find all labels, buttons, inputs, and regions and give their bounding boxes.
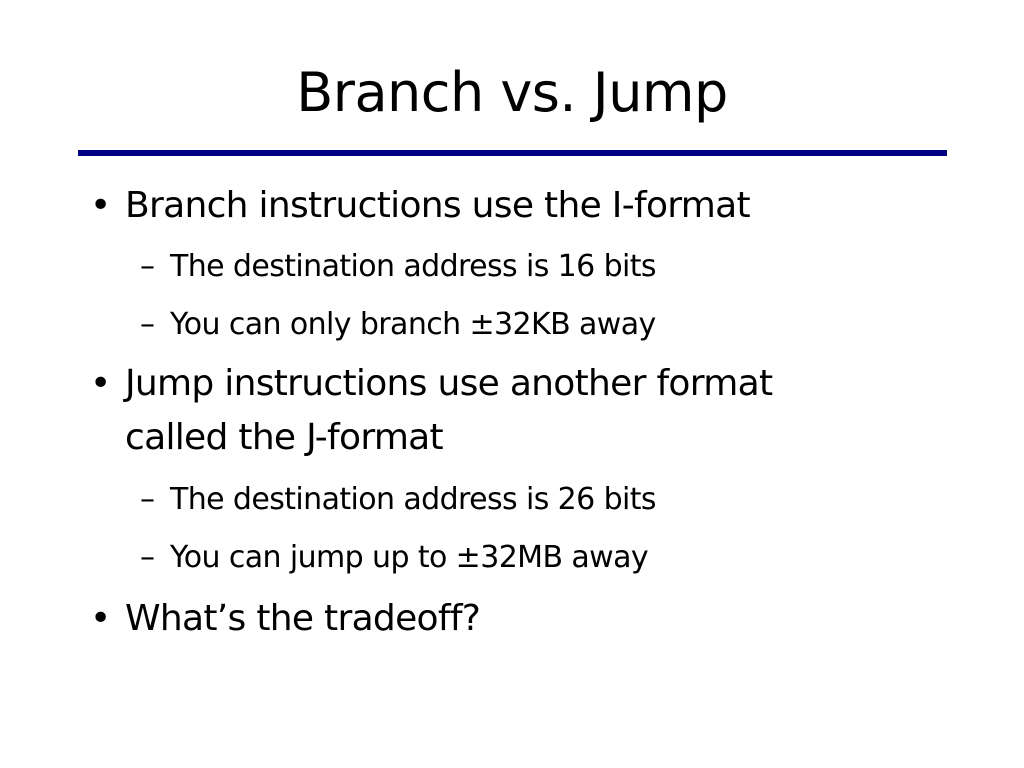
bullet-marker-1: • <box>90 185 112 226</box>
title-underline-rule <box>78 150 947 156</box>
sub-bullet-item-1-1: The destination address is 16 bits <box>170 249 657 284</box>
bullet-marker-3: • <box>90 598 112 639</box>
sub-bullet-marker-2-1: – <box>140 482 155 517</box>
sub-bullet-item-2-1: The destination address is 26 bits <box>170 482 657 517</box>
bullet-item-2-line-1: Jump instructions use another format <box>125 363 773 404</box>
bullet-marker-2: • <box>90 363 112 404</box>
slide-title: Branch vs. Jump <box>296 61 728 124</box>
sub-bullet-item-2-2: You can jump up to ±32MB away <box>170 540 649 575</box>
sub-bullet-item-1-2: You can only branch ±32KB away <box>170 307 656 342</box>
sub-bullet-marker-2-2: – <box>140 540 155 575</box>
bullet-item-1: Branch instructions use the I-format <box>125 185 751 226</box>
bullet-item-2-line-2: called the J-format <box>125 417 444 458</box>
sub-bullet-marker-1-1: – <box>140 249 155 284</box>
sub-bullet-marker-1-2: – <box>140 307 155 342</box>
bullet-item-3: What’s the tradeoff? <box>125 598 481 639</box>
